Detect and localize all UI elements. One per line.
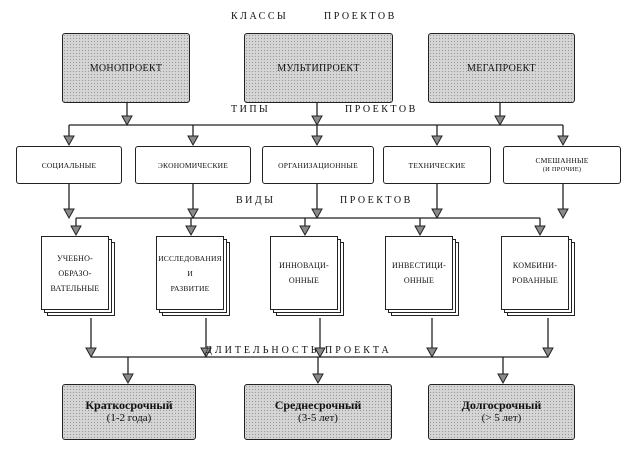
kind-down-1-arrow bbox=[200, 347, 212, 359]
duration-title-medium: Среднесрочный bbox=[274, 398, 362, 412]
class-label-mega: МЕГАПРОЕКТ bbox=[467, 62, 536, 74]
kind-label-research: ИССЛЕДОВАНИЯ И РАЗВИТИЕ bbox=[156, 236, 224, 310]
kind-arrow-2-arrow bbox=[299, 225, 311, 237]
type-box-social: СОЦИАЛЬНЫЕ bbox=[16, 146, 122, 184]
duration-box-long: Долгосрочный (> 5 лет) bbox=[428, 384, 575, 440]
mega-arrow-arrow bbox=[494, 115, 506, 127]
mono-arrow-arrow bbox=[121, 115, 133, 127]
duration-title-short: Краткосрочный bbox=[85, 398, 173, 412]
kind-down-3-arrow bbox=[426, 347, 438, 359]
type-box-technical: ТЕХНИЧЕСКИЕ bbox=[383, 146, 491, 184]
kind-stack-educational: УЧЕБНО- ОБРАЗО- ВАТЕЛЬНЫЕ bbox=[41, 236, 115, 316]
kind-label-innovation: ИННОВАЦИ- ОННЫЕ bbox=[270, 236, 338, 310]
short-arrow-arrow bbox=[122, 373, 134, 385]
kind-stack-research: ИССЛЕДОВАНИЯ И РАЗВИТИЕ bbox=[156, 236, 230, 316]
type-label-organizational: ОРГАНИЗАЦИОННЫЕ bbox=[278, 160, 358, 170]
long-arrow-arrow bbox=[497, 373, 509, 385]
kind-arrow-4-arrow bbox=[534, 225, 546, 237]
organizational-down-arrow bbox=[311, 208, 323, 220]
duration-box-short: Краткосрочный (1-2 года) bbox=[62, 384, 196, 440]
duration-box-medium: Среднесрочный (3-5 лет) bbox=[244, 384, 392, 440]
type-label-mixed: СМЕШАННЫЕ bbox=[535, 156, 589, 165]
header-classes-word1: КЛАССЫ bbox=[231, 11, 289, 22]
type-arrow-2-arrow bbox=[311, 135, 323, 147]
mixed-down-arrow bbox=[557, 208, 569, 220]
class-box-multi: МУЛЬТИПРОЕКТ bbox=[244, 33, 393, 103]
kind-down-4-arrow bbox=[542, 347, 554, 359]
type-arrow-3-arrow bbox=[431, 135, 443, 147]
technical-down-arrow bbox=[431, 208, 443, 220]
duration-sub-long: (> 5 лет) bbox=[481, 412, 522, 424]
type-arrow-4-arrow bbox=[557, 135, 569, 147]
kind-down-0-arrow bbox=[85, 347, 97, 359]
kind-label-combined: КОМБИНИ- РОВАННЫЕ bbox=[501, 236, 569, 310]
class-box-mono: МОНОПРОЕКТ bbox=[62, 33, 190, 103]
header-types-word1: ТИПЫ bbox=[231, 104, 271, 115]
header-kinds-word2: ПРОЕКТОВ bbox=[340, 195, 413, 206]
type-box-mixed: СМЕШАННЫЕ (И ПРОЧИЕ) bbox=[503, 146, 621, 184]
class-label-mono: МОНОПРОЕКТ bbox=[89, 62, 163, 74]
class-box-mega: МЕГАПРОЕКТ bbox=[428, 33, 575, 103]
kind-stack-combined: КОМБИНИ- РОВАННЫЕ bbox=[501, 236, 575, 316]
type-label-technical: ТЕХНИЧЕСКИЕ bbox=[408, 160, 466, 170]
kind-stack-innovation: ИННОВАЦИ- ОННЫЕ bbox=[270, 236, 344, 316]
kind-arrow-3-arrow bbox=[414, 225, 426, 237]
type-arrow-1-arrow bbox=[187, 135, 199, 147]
header-duration: ДЛИТЕЛЬНОСТЬ ПРОЕКТА bbox=[205, 345, 392, 356]
economic-down-arrow bbox=[187, 208, 199, 220]
header-types-word2: ПРОЕКТОВ bbox=[345, 104, 418, 115]
type-arrow-0-arrow bbox=[63, 135, 75, 147]
medium-arrow-arrow bbox=[312, 373, 324, 385]
header-kinds-word1: ВИДЫ bbox=[236, 195, 276, 206]
type-label-economic: ЭКОНОМИЧЕСКИЕ bbox=[157, 160, 229, 170]
type-label-social: СОЦИАЛЬНЫЕ bbox=[41, 160, 97, 170]
kind-label-investment: ИНВЕСТИЦИ- ОННЫЕ bbox=[385, 236, 453, 310]
kind-arrow-1-arrow bbox=[185, 225, 197, 237]
type-label-mixed-sub: (И ПРОЧИЕ) bbox=[542, 166, 582, 173]
header-classes-word2: ПРОЕКТОВ bbox=[324, 11, 397, 22]
kind-down-2-arrow bbox=[314, 347, 326, 359]
multi-arrow-arrow bbox=[311, 115, 323, 127]
kind-label-educational: УЧЕБНО- ОБРАЗО- ВАТЕЛЬНЫЕ bbox=[41, 236, 109, 310]
type-box-economic: ЭКОНОМИЧЕСКИЕ bbox=[135, 146, 251, 184]
duration-sub-short: (1-2 года) bbox=[106, 412, 152, 424]
duration-title-long: Долгосрочный bbox=[461, 398, 542, 412]
type-box-organizational: ОРГАНИЗАЦИОННЫЕ bbox=[262, 146, 374, 184]
kind-stack-investment: ИНВЕСТИЦИ- ОННЫЕ bbox=[385, 236, 459, 316]
duration-sub-medium: (3-5 лет) bbox=[298, 412, 338, 424]
kind-arrow-0-arrow bbox=[70, 225, 82, 237]
class-label-multi: МУЛЬТИПРОЕКТ bbox=[277, 62, 360, 74]
social-down-arrow bbox=[63, 208, 75, 220]
